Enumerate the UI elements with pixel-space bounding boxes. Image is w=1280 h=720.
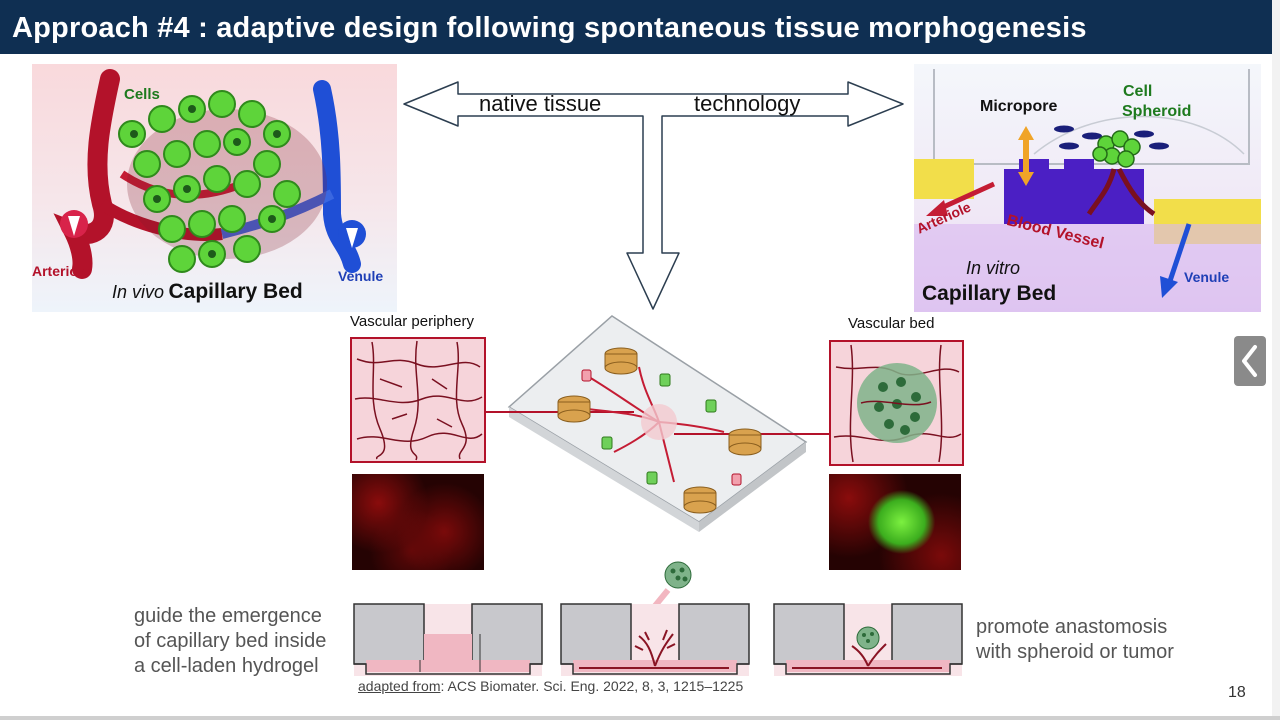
left-description-line-1: guide the emergence	[134, 605, 322, 627]
previous-slide-button[interactable]	[1234, 336, 1266, 386]
in-vitro-panel: Micropore Cell Spheroid Arteriole Blood …	[914, 64, 1261, 312]
hydrogel-cross-sections	[353, 603, 963, 676]
left-description-line-3: a cell-laden hydrogel	[134, 655, 319, 677]
right-description-line-2: with spheroid or tumor	[976, 641, 1174, 663]
microfluidic-chip	[484, 315, 829, 532]
vascular-bed-fluorescence	[829, 474, 961, 570]
left-description-line-2: of capillary bed inside	[134, 630, 327, 652]
in-vitro-caption-bold: Capillary Bed	[922, 282, 1057, 305]
micropore-label: Micropore	[980, 98, 1058, 115]
in-vivo-caption-bold: Capillary Bed	[168, 280, 303, 303]
in-vivo-caption: In vivo Capillary Bed	[112, 280, 303, 304]
in-vitro-caption-italic: In vitro	[966, 258, 1021, 278]
cell-spheroid-label-2: Spheroid	[1122, 103, 1192, 120]
arrow-label-technology: technology	[694, 91, 801, 116]
left-description: guide the emergence of capillary bed ins…	[134, 604, 326, 679]
adapted-from-link[interactable]: adapted from	[358, 678, 441, 694]
citation-text: : ACS Biomater. Sci. Eng. 2022, 8, 3, 12…	[440, 678, 744, 694]
title-bar: Approach #4 : adaptive design following …	[0, 0, 1272, 54]
bottom-edge-strip	[0, 716, 1280, 720]
vascular-periphery-drawing	[350, 337, 486, 463]
cells-label: Cells	[124, 86, 160, 103]
in-vivo-illustration	[53, 69, 366, 279]
vascular-periphery-fluorescence	[352, 474, 484, 570]
in-vitro-illustration	[914, 69, 1261, 312]
in-vivo-panel: Cells Arteriole Venule In vivo Capillary…	[32, 64, 397, 312]
page-number: 18	[1228, 684, 1246, 701]
right-edge-strip	[1272, 0, 1280, 720]
right-description-line-1: promote anastomosis	[976, 616, 1168, 638]
arteriole-label: Arteriole	[32, 263, 90, 279]
vascular-bed-drawing	[829, 340, 964, 466]
citation-footnote: adapted from: ACS Biomater. Sci. Eng. 20…	[358, 678, 743, 694]
right-description: promote anastomosis with spheroid or tum…	[976, 615, 1174, 665]
cell-spheroid-label-1: Cell	[1123, 83, 1153, 100]
vascular-periphery-label: Vascular periphery	[350, 313, 474, 330]
in-vivo-caption-italic: In vivo	[112, 282, 165, 302]
chevron-left-icon	[1242, 345, 1257, 377]
in-vitro-venule-label: Venule	[1184, 269, 1230, 285]
t-arrow	[403, 81, 904, 310]
vascular-bed-label: Vascular bed	[848, 315, 935, 332]
venule-label: Venule	[338, 268, 384, 284]
arrow-label-native-tissue: native tissue	[479, 91, 602, 116]
slide-title: Approach #4 : adaptive design following …	[12, 12, 1087, 44]
